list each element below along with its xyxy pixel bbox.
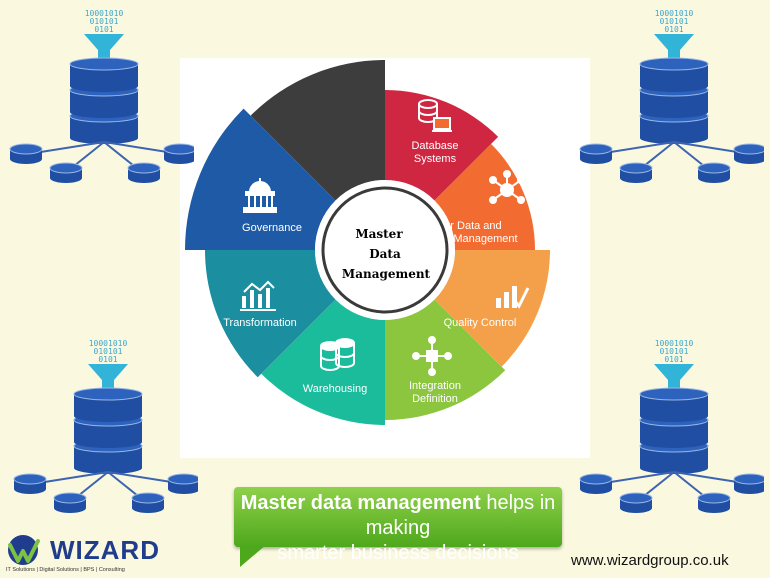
callout-tail — [240, 545, 266, 567]
small-database-icon — [13, 473, 47, 494]
funnel-icon — [654, 34, 694, 58]
small-database-icon — [619, 492, 653, 513]
segment-label-integration: Definition — [412, 393, 458, 405]
small-database-icon — [127, 162, 161, 183]
small-database-icon — [697, 162, 731, 183]
mdm-wheel-panel: ArchitectureDatabaseSystemsMaster Data a… — [180, 58, 590, 458]
wizard-logo: WIZARD IT Solutions | Digital Solutions … — [6, 531, 159, 575]
callout-bold-text: Master data management — [240, 492, 481, 514]
segment-label-governance: Governance — [242, 222, 302, 234]
callout-rest-text: helps in making — [365, 492, 556, 539]
segment-mdm — [434, 250, 550, 367]
main-database-icon — [639, 57, 709, 144]
wizard-swoosh-icon — [8, 535, 40, 565]
logo-name: WIZARD — [50, 535, 160, 565]
segment-database — [434, 143, 535, 250]
binary-text: 010101 — [660, 347, 689, 356]
small-database-icon — [733, 143, 767, 164]
funnel-icon — [88, 364, 128, 388]
binary-text: 010101 — [660, 17, 689, 26]
mdm-wheel: ArchitectureDatabaseSystemsMaster Data a… — [185, 60, 550, 425]
callout-line2: smarter business decisions — [277, 542, 519, 564]
small-database-icon — [163, 143, 197, 164]
small-database-icon — [167, 473, 201, 494]
center-inner-ring — [321, 186, 449, 314]
center-title-line2: Data — [369, 247, 401, 261]
small-database-icon — [579, 143, 613, 164]
center-title-line3: Management — [342, 267, 431, 281]
binary-text: 10001010 — [655, 339, 694, 348]
segment-warehousing — [205, 250, 336, 378]
segment-label-database: Systems — [414, 153, 457, 165]
segment-label-quality: Quality Control — [444, 317, 517, 329]
binary-text: 0101 — [664, 25, 683, 34]
segment-label-database: Database — [411, 140, 458, 152]
main-database-icon — [69, 57, 139, 144]
binary-text: 10001010 — [655, 9, 694, 18]
line-chart-icon — [240, 280, 276, 311]
callout-text: Master data management helps in making s… — [234, 491, 562, 566]
segment-label-integration: Integration — [409, 380, 461, 392]
segment-label-warehousing: Warehousing — [303, 383, 367, 395]
node-flow-icon — [412, 336, 452, 376]
database-stack-icon — [320, 338, 355, 371]
database-computer-icon — [418, 99, 452, 132]
small-database-icon — [619, 162, 653, 183]
binary-text: 010101 — [90, 17, 119, 26]
bar-chart-check-icon — [496, 286, 530, 309]
binary-text: 10001010 — [89, 339, 128, 348]
binary-text: 0101 — [98, 355, 117, 364]
small-database-icon — [49, 162, 83, 183]
network-nodes-icon — [489, 170, 525, 204]
small-database-icon — [579, 473, 613, 494]
capitol-building-icon — [243, 178, 277, 213]
small-database-icon — [733, 473, 767, 494]
small-database-icon — [131, 492, 165, 513]
main-database-icon — [639, 387, 709, 474]
segment-label-transformation: Transformation — [223, 317, 297, 329]
segment-governance — [250, 60, 385, 201]
center-outer-ring — [315, 180, 455, 320]
callout-banner: Master data management helps in making s… — [234, 487, 562, 564]
funnel-icon — [654, 364, 694, 388]
small-database-icon — [697, 492, 731, 513]
center-title-line1: Master — [355, 227, 403, 241]
binary-text: 10001010 — [85, 9, 124, 18]
segment-integration — [261, 299, 385, 425]
small-database-icon — [9, 143, 43, 164]
binary-text: 010101 — [94, 347, 123, 356]
small-database-icon — [53, 492, 87, 513]
funnel-icon — [84, 34, 124, 58]
binary-text: 0101 — [94, 25, 113, 34]
main-database-icon — [73, 387, 143, 474]
segment-architecture — [385, 90, 499, 201]
segment-quality — [385, 299, 506, 420]
binary-text: 0101 — [664, 355, 683, 364]
website-link[interactable]: www.wizardgroup.co.uk — [571, 552, 729, 569]
logo-tagline: IT Solutions | Digital Solutions | BPS |… — [6, 567, 125, 573]
